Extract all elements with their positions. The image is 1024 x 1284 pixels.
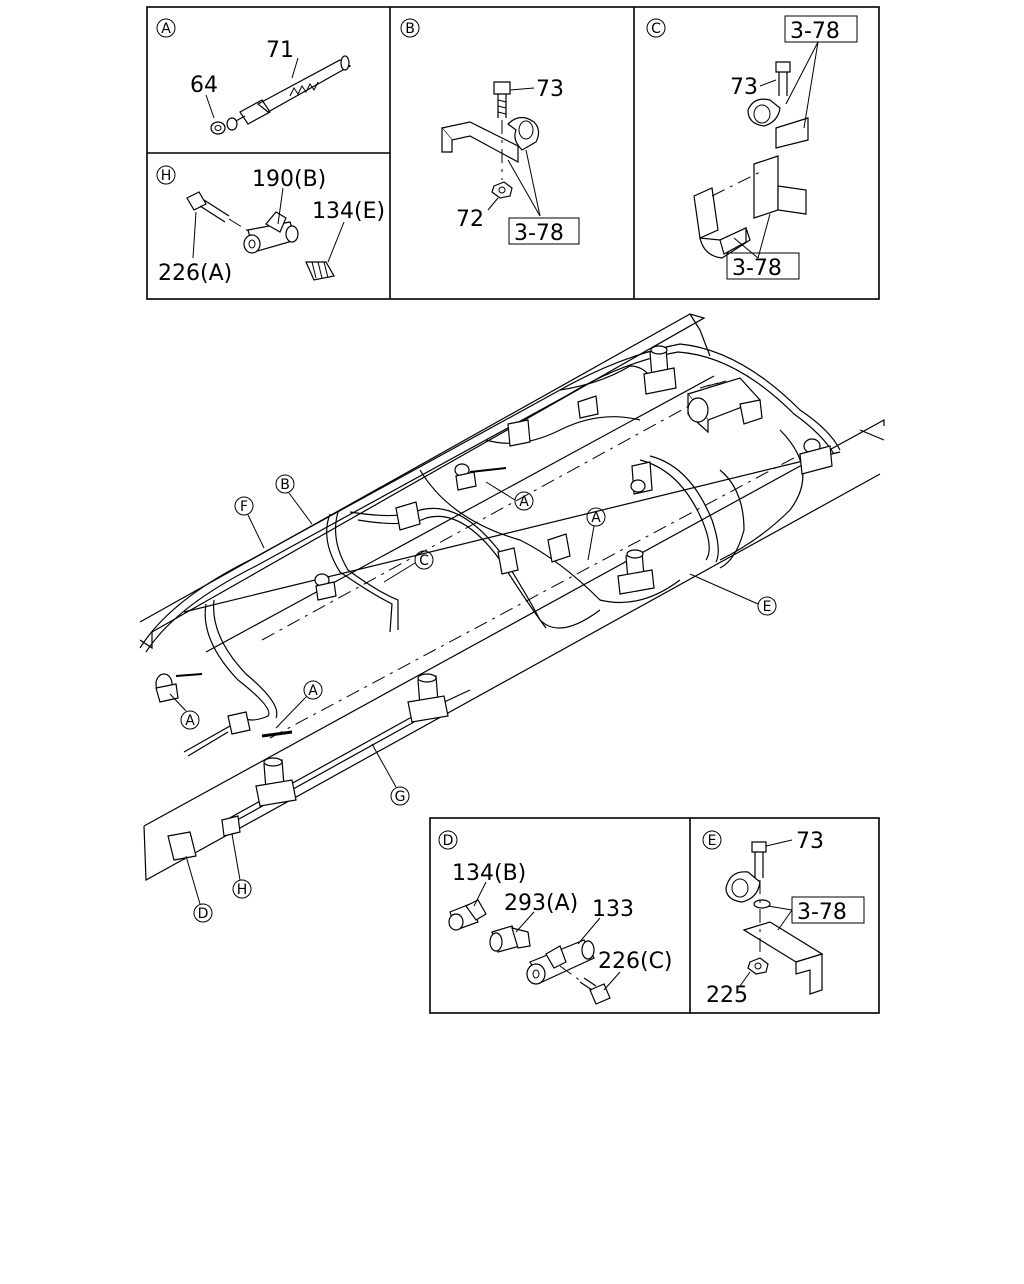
main-callout-c: C [383, 550, 434, 583]
detail-panel-h: H 190(B) 134(E) 226(A) [156, 165, 385, 286]
svg-text:E: E [708, 833, 717, 849]
callout-b: B [400, 18, 420, 38]
label-134b: 134(B) [452, 861, 526, 886]
main-callout-a4: A [169, 693, 200, 730]
main-callout-b: B [275, 474, 313, 525]
bolt-226 [186, 191, 251, 233]
svg-text:C: C [651, 21, 661, 37]
ref-box-b: 3-78 [508, 217, 580, 246]
label-72: 72 [456, 207, 484, 232]
label-225: 225 [706, 983, 748, 1008]
ref-box-c-bottom: 3-78 [726, 252, 800, 281]
main-callout-g: G [371, 743, 410, 806]
detail-panel-d: D 134(B) 293(A) 133 226 [438, 830, 673, 1005]
svg-text:A: A [185, 713, 195, 729]
label-190b: 190(B) [252, 167, 326, 192]
label-73-e: 73 [796, 829, 824, 854]
detail-panel-e: E 73 3-78 225 [702, 829, 865, 1008]
svg-text:F: F [240, 499, 248, 515]
svg-text:G: G [395, 789, 406, 805]
clip-c-top [747, 98, 809, 149]
washer-64 [210, 121, 226, 135]
svg-text:B: B [280, 477, 290, 493]
air-line-b [204, 365, 804, 721]
label-293a: 293(A) [504, 891, 578, 916]
hose-fitting-71 [226, 55, 352, 131]
detail-panel-c: C 3-78 73 3-78 [646, 15, 858, 281]
svg-text:3-78: 3-78 [790, 19, 840, 44]
callout-e: E [702, 830, 722, 850]
abs-modulator [686, 377, 763, 434]
svg-text:D: D [443, 833, 454, 849]
main-callout-e: E [689, 573, 777, 616]
bolt-73-c [775, 61, 791, 96]
upper-frame-rail [139, 313, 706, 633]
callout-d: D [438, 830, 458, 850]
bottom-detail-frame [429, 817, 880, 1014]
bracket-e [742, 921, 824, 995]
elbow-134 [448, 899, 487, 931]
svg-text:A: A [591, 510, 601, 526]
label-71: 71 [266, 38, 294, 63]
callout-c: C [646, 18, 666, 38]
bolt-226-c [579, 977, 611, 1005]
main-callout-a3: A [275, 680, 323, 729]
bolt-73 [493, 81, 511, 118]
relay-valve-4 [643, 345, 677, 395]
callout-a: A [156, 18, 176, 38]
svg-text:3-78: 3-78 [514, 221, 564, 246]
fitting-134 [305, 261, 335, 281]
chassis-main-view: F B A C A E A [139, 313, 885, 923]
bolt-73-e [751, 841, 767, 878]
bracket-c [693, 155, 807, 259]
detail-panel-a: A 71 64 [156, 18, 352, 135]
main-callout-a2: A [586, 507, 606, 561]
clip-3-78 [440, 116, 540, 164]
svg-text:C: C [419, 553, 429, 569]
label-133: 133 [592, 897, 634, 922]
tee-190 [243, 211, 299, 254]
svg-text:3-78: 3-78 [732, 256, 782, 281]
nut-72 [491, 181, 513, 199]
nut-225 [747, 957, 769, 975]
relay-valve-1 [407, 673, 449, 723]
fitting-293 [489, 925, 531, 953]
label-73-c: 73 [730, 75, 758, 100]
ref-box-c-top: 3-78 [784, 15, 858, 44]
svg-text:3-78: 3-78 [797, 900, 847, 925]
svg-text:H: H [161, 168, 172, 184]
label-226c: 226(C) [598, 949, 673, 974]
top-detail-frame [146, 6, 880, 300]
lower-frame-rail [143, 418, 885, 827]
tee-133 [526, 939, 595, 985]
main-callout-a1: A [485, 481, 534, 511]
relay-valve-2 [255, 757, 297, 807]
callout-h: H [156, 165, 176, 185]
label-226a: 226(A) [158, 261, 232, 286]
fittings-misc [155, 395, 833, 861]
svg-text:A: A [519, 494, 529, 510]
main-callout-d: D [185, 855, 213, 923]
detail-panel-b: B 73 72 3-78 [400, 18, 580, 246]
svg-text:B: B [405, 21, 415, 37]
label-64: 64 [190, 73, 218, 98]
main-callout-h: H [231, 833, 252, 899]
clip-e [725, 871, 771, 909]
svg-text:D: D [198, 906, 209, 922]
relay-valve-3 [617, 549, 655, 595]
label-134e: 134(E) [312, 199, 385, 224]
svg-text:A: A [161, 21, 171, 37]
main-callout-f: F [234, 496, 265, 549]
svg-text:A: A [308, 683, 318, 699]
svg-text:H: H [237, 882, 248, 898]
svg-text:E: E [763, 599, 772, 615]
ref-box-e: 3-78 [791, 896, 865, 925]
label-73-b: 73 [536, 77, 564, 102]
